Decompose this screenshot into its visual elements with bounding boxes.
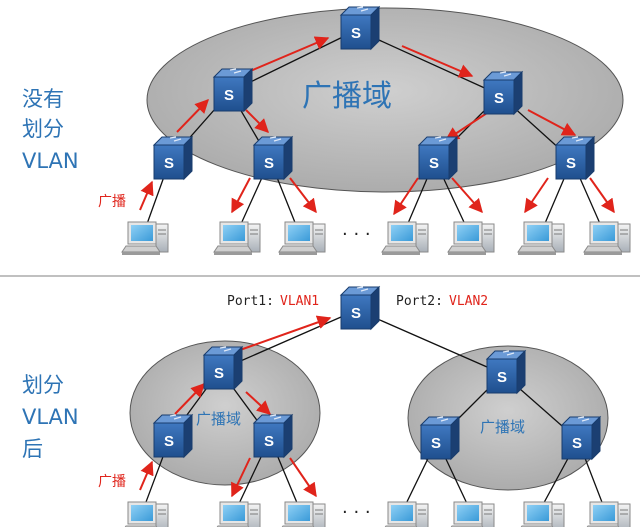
svg-text:S: S	[214, 365, 224, 382]
left-broadcast-domain-label: 广播域	[196, 410, 241, 428]
arrow-down	[245, 391, 272, 415]
switch-icon: S	[213, 68, 253, 112]
arrow-down	[527, 109, 577, 136]
broadcast-label: 广播	[98, 194, 126, 210]
switch-icon: S	[561, 416, 601, 460]
switch-icon: S	[203, 346, 243, 390]
bottom-side-label: 划分 VLAN 后	[22, 373, 79, 461]
pc-icon	[213, 221, 261, 256]
svg-text:S: S	[494, 90, 504, 107]
top-section: S S S S S S S · · · 广播域 广播 没有 划分 VLAN	[22, 6, 631, 256]
arrow-down	[589, 177, 615, 214]
svg-text:S: S	[264, 155, 274, 172]
svg-text:S: S	[431, 435, 441, 452]
ellipsis: · · ·	[342, 224, 371, 245]
arrow-up	[239, 315, 332, 351]
svg-text:后: 后	[22, 437, 43, 461]
top-broadcast-arrows	[139, 36, 615, 216]
ellipsis: · · ·	[342, 502, 371, 523]
switch-icon: S	[253, 414, 293, 458]
bottom-switches: S S S S S S S	[153, 286, 601, 460]
arrow-up	[139, 180, 154, 211]
arrow-down	[393, 177, 419, 216]
arrow-down	[451, 177, 483, 214]
switch-icon: S	[483, 71, 523, 115]
switch-icon: S	[418, 136, 458, 180]
pc-icon	[278, 501, 326, 527]
broadcast-label: 广播	[98, 474, 126, 490]
arrow-down	[444, 112, 488, 141]
port1-label: Port1: VLAN1	[227, 294, 319, 309]
svg-text:S: S	[572, 435, 582, 452]
pc-icon	[447, 221, 495, 256]
svg-text:VLAN1: VLAN1	[280, 294, 319, 309]
right-broadcast-domain-label: 广播域	[480, 418, 525, 436]
svg-text:VLAN: VLAN	[22, 149, 79, 173]
right-broadcast-domain-ellipse	[407, 345, 609, 491]
svg-text:划分: 划分	[22, 117, 64, 141]
arrow-down	[289, 177, 317, 214]
pc-icon	[213, 501, 261, 527]
svg-text:S: S	[351, 25, 361, 42]
arrow-up	[139, 460, 154, 491]
arrow-down	[524, 177, 549, 214]
svg-text:S: S	[224, 87, 234, 104]
arrow-up	[174, 382, 205, 415]
svg-text:S: S	[566, 155, 576, 172]
svg-text:S: S	[351, 305, 361, 322]
core-switch-icon: S	[340, 286, 380, 330]
pc-icon	[517, 221, 565, 256]
svg-text:划分: 划分	[22, 373, 64, 397]
bottom-pcs	[121, 501, 631, 527]
switch-icon: S	[153, 136, 193, 180]
pc-icon	[381, 221, 429, 256]
pc-icon	[583, 221, 631, 256]
arrow-down	[231, 177, 251, 214]
top-switches: S S S S S S S	[153, 6, 595, 180]
switch-icon: S	[153, 414, 193, 458]
svg-text:Port1:: Port1:	[227, 294, 274, 309]
pc-icon	[121, 221, 169, 256]
broadcast-domain-label: 广播域	[302, 79, 392, 114]
svg-text:S: S	[264, 433, 274, 450]
pc-icon	[121, 501, 169, 527]
arrow-up	[247, 36, 330, 73]
switch-icon: S	[555, 136, 595, 180]
pc-icon	[278, 221, 326, 256]
svg-text:Port2:: Port2:	[396, 294, 443, 309]
arrow-up	[176, 98, 209, 133]
svg-text:S: S	[164, 155, 174, 172]
core-switch-icon: S	[340, 6, 380, 50]
top-side-label: 没有 划分 VLAN	[22, 87, 79, 173]
bottom-broadcast-arrows	[139, 315, 332, 498]
svg-text:没有: 没有	[22, 87, 64, 111]
port2-label: Port2: VLAN2	[396, 294, 488, 309]
svg-text:VLAN: VLAN	[22, 405, 79, 429]
pc-icon	[447, 501, 495, 527]
switch-icon: S	[420, 416, 460, 460]
pc-icon	[381, 501, 429, 527]
arrow-down	[245, 109, 269, 133]
svg-text:S: S	[497, 369, 507, 386]
pc-icon	[583, 501, 631, 527]
top-pcs	[121, 221, 631, 256]
bottom-section: S S S S S S S · · · 广播域 广播域 广播 Port1: VL…	[22, 286, 631, 527]
arrow-down	[289, 457, 317, 498]
svg-text:VLAN2: VLAN2	[449, 294, 488, 309]
arrow-down	[231, 457, 251, 498]
switch-icon: S	[486, 350, 526, 394]
arrow-right	[401, 45, 474, 78]
switch-icon: S	[253, 136, 293, 180]
svg-text:S: S	[164, 433, 174, 450]
pc-icon	[517, 501, 565, 527]
svg-text:S: S	[429, 155, 439, 172]
